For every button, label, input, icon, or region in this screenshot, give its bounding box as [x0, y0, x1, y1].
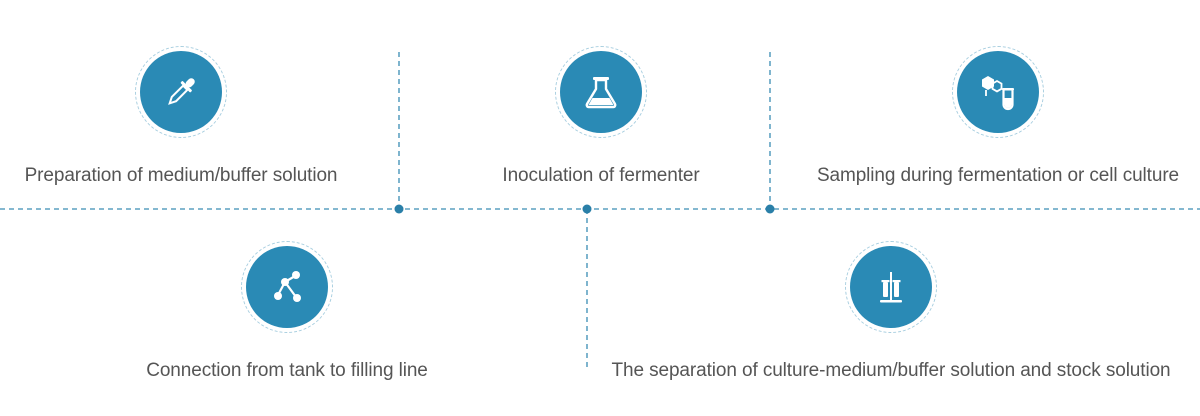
icon-badge	[952, 46, 1044, 138]
application-label: Preparation of medium/buffer solution	[24, 165, 338, 186]
icon-badge	[135, 46, 227, 138]
application-label: Inoculation of fermenter	[502, 165, 700, 186]
application-item-inoculation: Inoculation of fermenter	[400, 46, 802, 187]
share-nodes-icon	[274, 271, 301, 302]
dropper-icon	[168, 78, 195, 105]
application-item-sampling: Sampling during fermentation or cell cul…	[800, 46, 1196, 187]
separation-stand-icon	[880, 272, 902, 303]
icon-badge	[845, 241, 937, 333]
application-label: The separation of culture-medium/buffer …	[611, 360, 1171, 381]
timeline-dot	[394, 204, 404, 214]
application-item-tank-connection: Connection from tank to filling line	[0, 241, 574, 382]
icon-badge	[241, 241, 333, 333]
icon-badge	[555, 46, 647, 138]
timeline-dot	[765, 204, 775, 214]
application-item-medium-preparation: Preparation of medium/buffer solution	[0, 46, 362, 187]
application-item-separation: The separation of culture-medium/buffer …	[596, 241, 1186, 382]
flask-icon	[585, 77, 617, 109]
timeline-dot	[582, 204, 592, 214]
application-label: Connection from tank to filling line	[146, 360, 428, 381]
molecule-test-tube-icon	[982, 76, 1014, 111]
application-label: Sampling during fermentation or cell cul…	[816, 165, 1180, 186]
